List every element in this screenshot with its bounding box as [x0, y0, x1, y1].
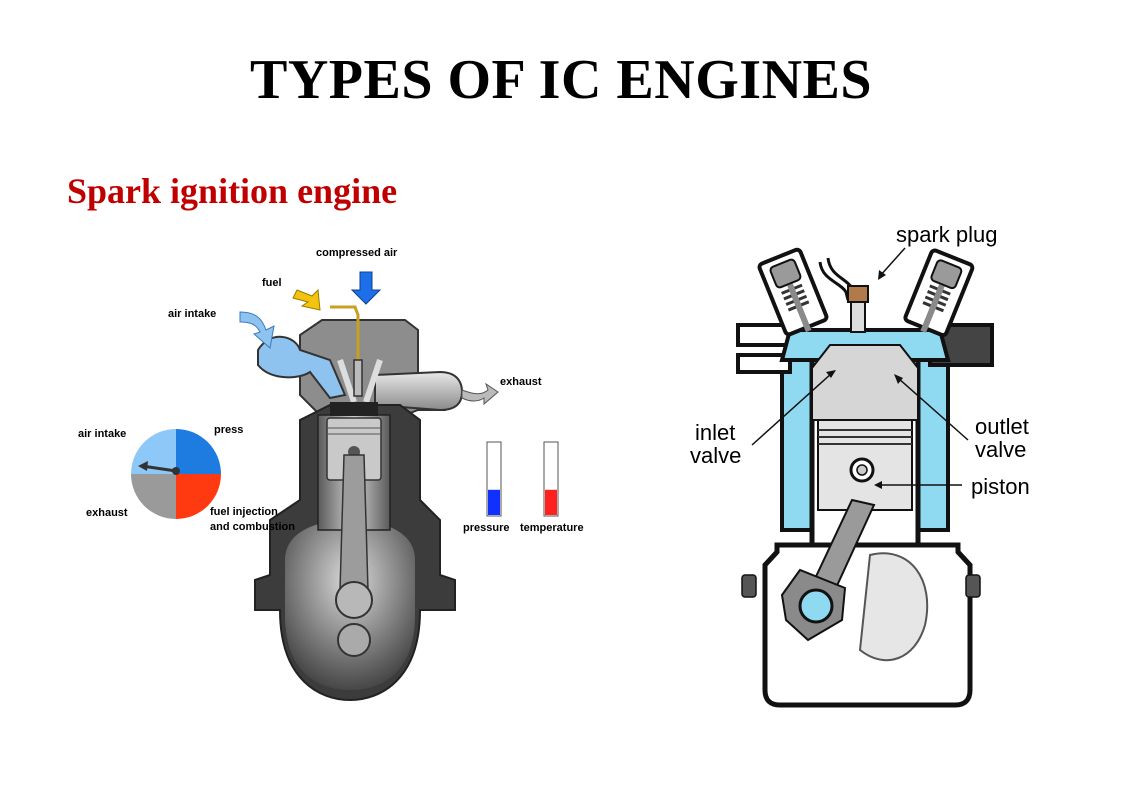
- pointer-spark-plug: [879, 247, 906, 277]
- label-inlet-valve: valve: [690, 443, 741, 468]
- exhaust-valve: [363, 359, 383, 403]
- cycle-quadrant-intake: [131, 429, 176, 474]
- compressed-air-arrow: [350, 271, 382, 305]
- label-outlet: outlet: [975, 414, 1029, 439]
- cycle-pointer: [141, 464, 177, 473]
- coolant-jacket-left: [780, 358, 814, 532]
- bolt-left: [741, 574, 757, 598]
- label-outlet-valve: valve: [975, 437, 1026, 462]
- exhaust-arrow: [461, 382, 499, 406]
- slide-title: TYPES OF IC ENGINES: [250, 49, 872, 111]
- label-fuel-injection: fuel injection: [210, 506, 278, 518]
- cycle-quadrant-press: [176, 429, 221, 474]
- slide-subtitle: Spark ignition engine: [67, 171, 398, 211]
- bolt-right: [965, 574, 981, 598]
- label-spark-plug: spark plug: [896, 222, 998, 247]
- fuel-arrow: [292, 288, 321, 311]
- combustion-chamber: [811, 344, 919, 421]
- label-piston: piston: [971, 474, 1030, 499]
- label-fuel: fuel: [262, 277, 282, 289]
- label-and-combustion: and combustion: [210, 521, 295, 533]
- pointer-outlet: [897, 377, 969, 441]
- spark-plug: [818, 257, 869, 333]
- label-pressure: pressure: [463, 522, 509, 534]
- pressure-gauge: [486, 441, 502, 517]
- intake-valve: [337, 359, 357, 403]
- label-compressed-air: compressed air: [316, 247, 398, 259]
- right-engine-diagram: spark plug inlet valve outlet valve pist…: [690, 222, 1030, 708]
- crankshaft: [798, 588, 834, 624]
- inlet-valve-assembly: [757, 247, 829, 337]
- label-air-intake-top: air intake: [168, 308, 216, 320]
- air-intake-arrow: [239, 311, 275, 349]
- cycle-indicator: [131, 429, 221, 519]
- piston: [817, 419, 913, 511]
- left-engine-diagram: compressed air fuel air intake exhaust a…: [78, 247, 584, 702]
- intake-port: [257, 335, 347, 400]
- crankshaft: [337, 623, 371, 657]
- label-exhaust-right: exhaust: [500, 376, 542, 388]
- connecting-rod: [339, 454, 369, 591]
- combustion-chamber: [330, 402, 378, 416]
- label-inlet: inlet: [695, 420, 735, 445]
- label-temperature: temperature: [520, 522, 584, 534]
- pointer-inlet: [751, 372, 833, 446]
- outlet-valve-assembly: [903, 248, 975, 338]
- crank-pin: [335, 581, 373, 619]
- counterweight: [858, 552, 929, 662]
- cycle-quadrant-exhaust: [131, 474, 176, 519]
- coolant-jacket-right: [916, 358, 950, 532]
- label-air-intake-cycle: air intake: [78, 428, 126, 440]
- fuel-line: [330, 305, 360, 365]
- label-exhaust-cycle: exhaust: [86, 507, 128, 519]
- cycle-quadrant-combustion: [176, 474, 221, 519]
- label-press: press: [214, 424, 243, 436]
- injector: [353, 359, 363, 397]
- temperature-gauge: [543, 441, 559, 517]
